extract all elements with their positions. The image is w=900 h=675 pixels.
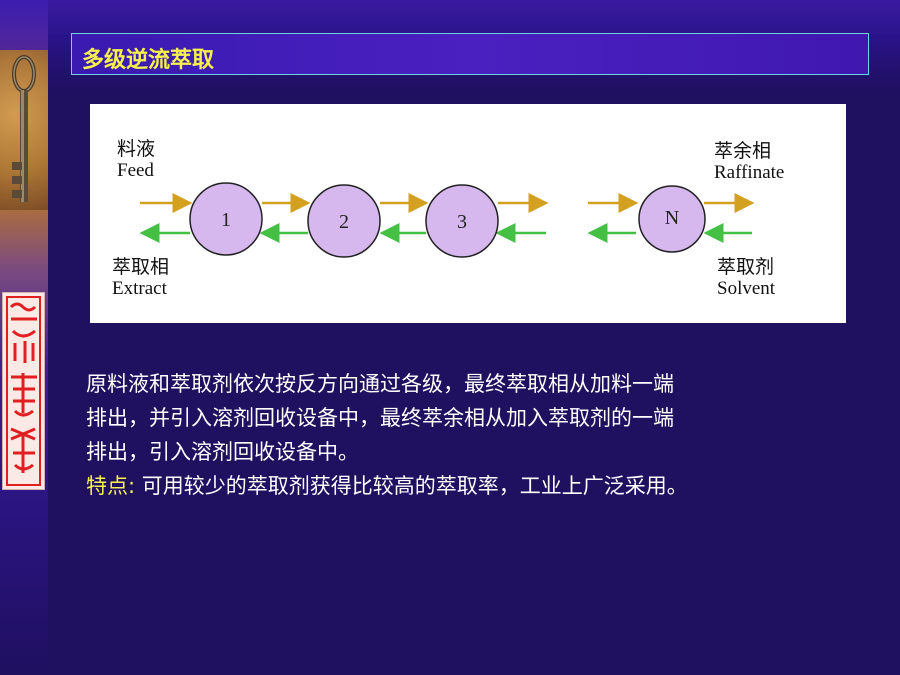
diagram-flows [139,182,755,258]
key-icon [12,55,36,202]
solvent-label: 萃取剂 Solvent [717,256,775,300]
stage-2-circle [307,184,381,258]
paragraph-line-2: 排出，并引入溶剂回收设备中，最终萃余相从加入萃取剂的一端 [86,406,674,430]
paragraph-line-3: 排出，引入溶剂回收设备中。 [86,440,359,464]
solvent-label-en: Solvent [717,278,776,299]
raffinate-label-cn: 萃余相 [714,140,772,162]
stage-n-label: N [664,207,680,229]
stage-2-label: 2 [339,211,349,233]
stage-3-label: 3 [457,211,467,233]
seal-stamp [2,292,45,490]
stage-n-circle [638,185,706,253]
raffinate-label-en: Raffinate [714,162,785,183]
stage-3-circle [425,184,499,258]
feature-text: 可用较少的萃取剂获得比较高的萃取率，工业上广泛采用。 [141,474,688,498]
stage-1-circle [189,182,263,256]
solvent-label-cn: 萃取剂 [717,256,775,278]
extract-label-en: Extract [112,278,167,299]
feed-label-en: Feed [117,160,154,181]
raffinate-label: 萃余相 Raffinate [714,140,784,184]
feed-label-cn: 料液 [117,138,156,160]
stage-1-label: 1 [221,209,231,231]
paragraph-line-1: 原料液和萃取剂依次按反方向通过各级，最终萃取相从加料一端 [86,372,674,396]
feature-line: 特点: 可用较少的萃取剂获得比较高的萃取率，工业上广泛采用。 [86,469,886,503]
body-paragraph: 原料液和萃取剂依次按反方向通过各级，最终萃取相从加料一端 排出，并引入溶剂回收设… [86,367,886,503]
feed-label: 料液 Feed [117,138,155,182]
slide-title: 多级逆流萃取 [82,48,215,73]
title-bar: 多级逆流萃取 [71,33,869,75]
extract-label-cn: 萃取相 [112,256,170,278]
extract-label: 萃取相 Extract [112,256,169,300]
left-decorative-strip [0,0,48,675]
countercurrent-extraction-diagram: 1 2 3 N 料液 Feed 萃取相 Extract 萃余相 Raffinat… [90,104,846,323]
feature-label: 特点: [86,474,136,498]
